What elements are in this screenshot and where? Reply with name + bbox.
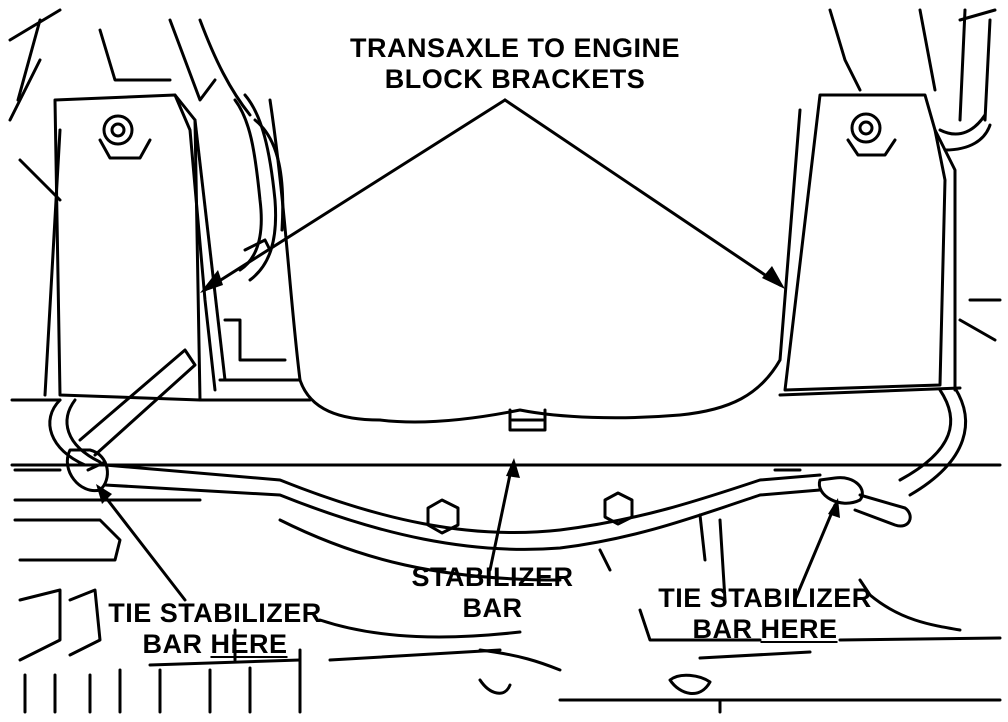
label-tie-right-line2: BAR HERE — [655, 614, 875, 645]
label-tie-right-here: HERE — [760, 614, 838, 644]
left-bracket — [43, 93, 227, 402]
label-tie-left: TIE STABILIZER BAR HERE — [105, 598, 325, 660]
label-brackets: TRANSAXLE TO ENGINE BLOCK BRACKETS — [330, 33, 700, 95]
label-stabilizer-bar-line1: STABILIZER — [411, 562, 574, 592]
left-harness — [233, 93, 285, 282]
bolt-heads — [426, 491, 634, 535]
label-tie-left-bar: BAR — [142, 629, 211, 659]
label-tie-right-line1: TIE STABILIZER — [658, 583, 872, 613]
label-brackets-line2: BLOCK BRACKETS — [384, 64, 646, 94]
right-tie-point — [773, 468, 912, 528]
label-stabilizer-bar: STABILIZER BAR — [400, 562, 585, 624]
stabilizer-bar — [48, 386, 967, 582]
right-bracket — [783, 93, 992, 392]
engine-background — [8, 8, 1002, 382]
left-tie-point — [65, 348, 197, 493]
leader-arrows — [98, 98, 837, 602]
transaxle-pan — [268, 98, 802, 432]
crossmember — [10, 386, 1002, 502]
label-tie-right: TIE STABILIZER BAR HERE — [655, 583, 875, 645]
label-tie-left-line2: BAR HERE — [105, 629, 325, 660]
lower-cradle — [13, 513, 1002, 714]
arrowheads — [96, 266, 840, 518]
label-tie-right-bar: BAR — [692, 614, 761, 644]
label-tie-left-line1: TIE STABILIZER — [108, 598, 322, 628]
label-tie-left-here: HERE — [210, 629, 288, 659]
label-stabilizer-bar-line2: BAR — [462, 593, 523, 623]
label-brackets-line1: TRANSAXLE TO ENGINE — [349, 33, 681, 63]
